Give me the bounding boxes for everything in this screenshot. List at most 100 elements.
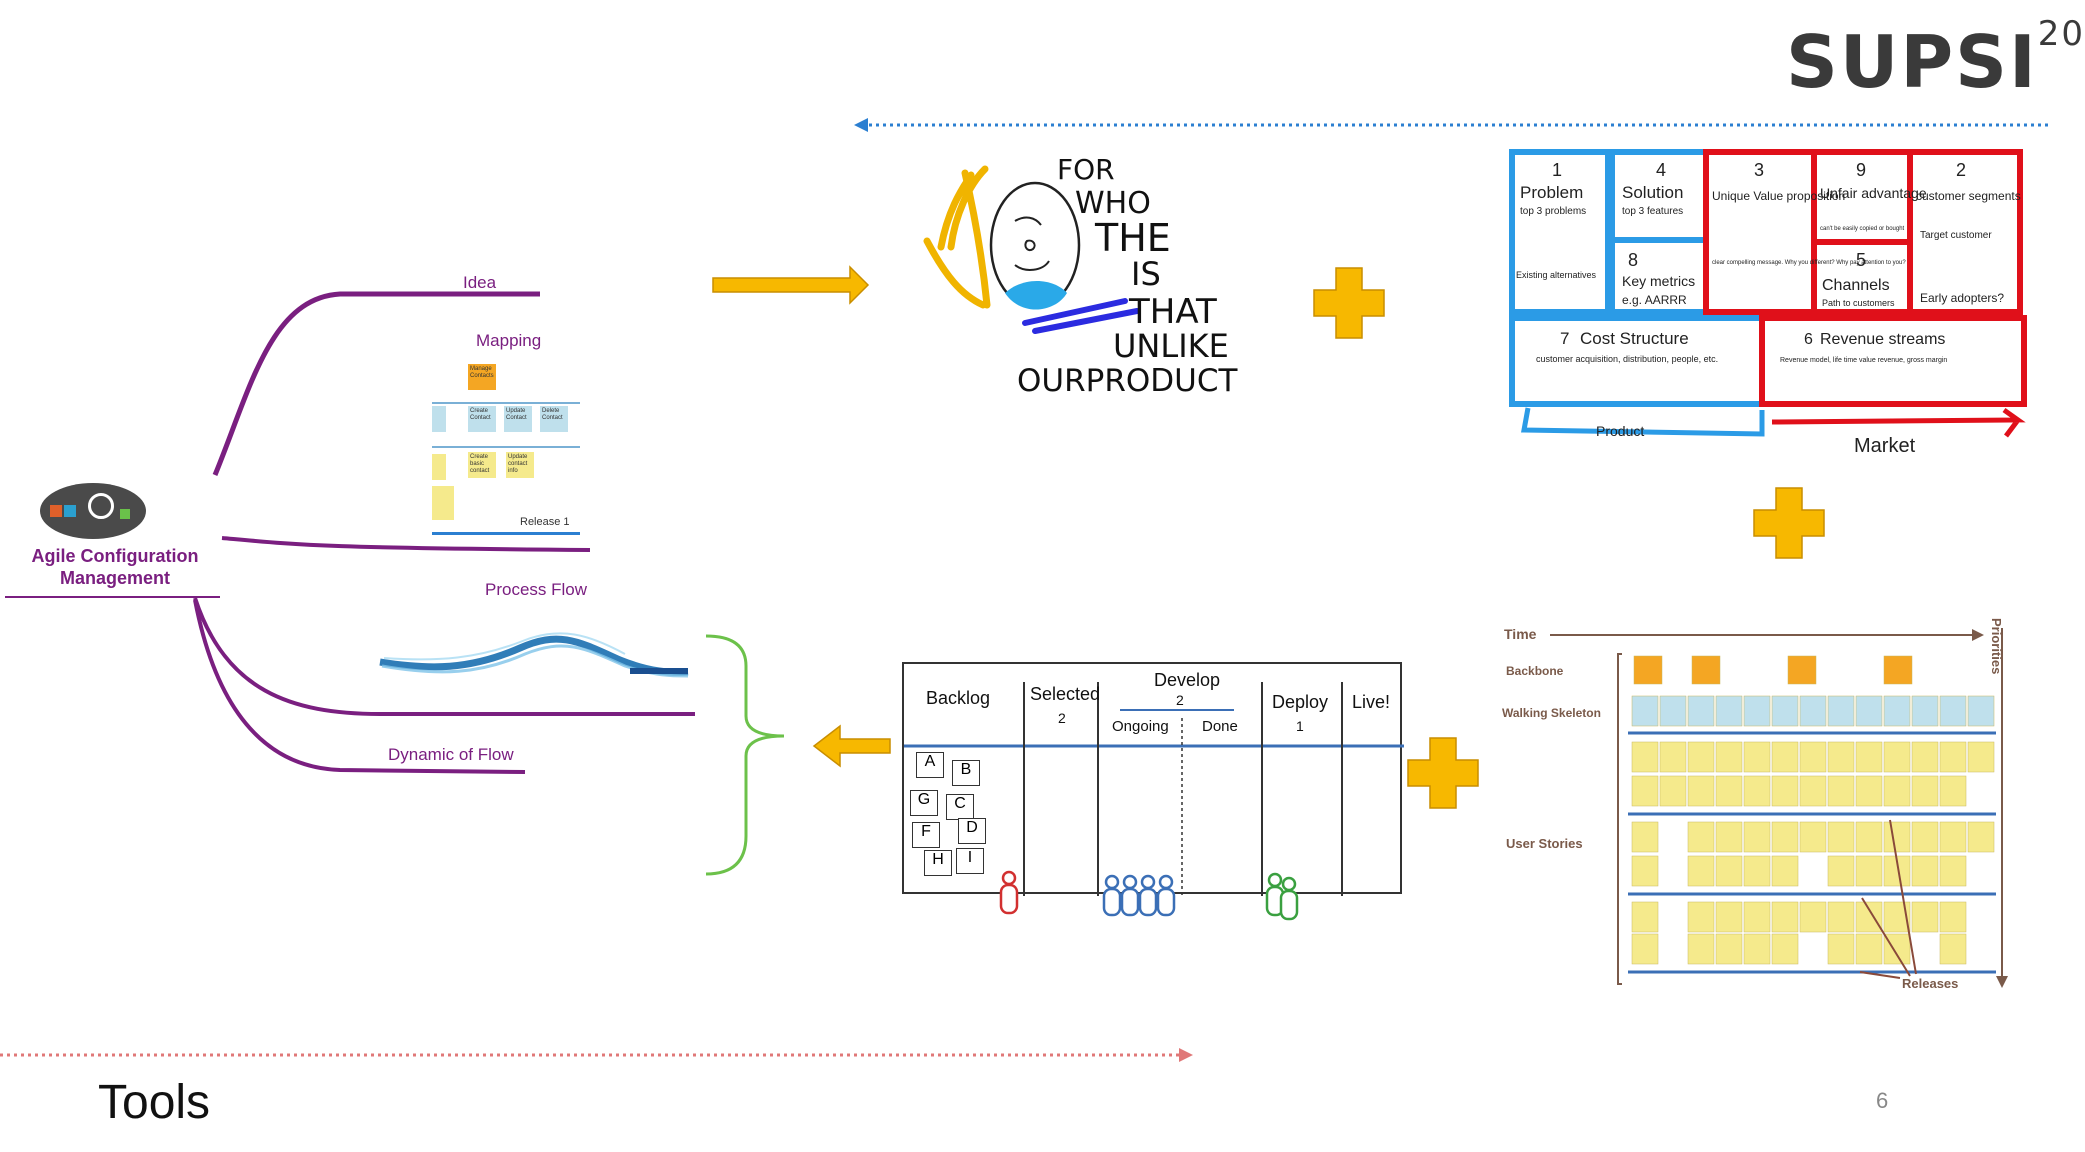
user-story-card	[1855, 821, 1883, 853]
user-story-card	[1631, 933, 1659, 965]
lean-canvas: 1 Problem top 3 problems Existing altern…	[1509, 149, 2027, 457]
user-story-card	[1799, 741, 1827, 773]
user-story-card	[1743, 933, 1771, 965]
mapping-card-cut-2	[432, 454, 446, 480]
segments-extra: Early adopters?	[1920, 291, 2004, 305]
page-number: 6	[1876, 1088, 1889, 1113]
mapping-line-1	[432, 402, 580, 404]
user-story-card	[1687, 821, 1715, 853]
user-story-card	[1687, 855, 1715, 887]
walking-skeleton-card	[1883, 695, 1911, 727]
cell-problem-frame	[1509, 149, 1611, 315]
walking-skeleton-card	[1939, 695, 1967, 727]
user-story-card	[1743, 901, 1771, 933]
unfair-num: 9	[1856, 160, 1866, 180]
cost-num: 7	[1560, 329, 1569, 348]
user-story-card	[1631, 855, 1659, 887]
kanban-card: A	[916, 752, 944, 778]
user-story-card	[1939, 855, 1967, 887]
brace-icon	[705, 634, 785, 876]
user-story-card	[1659, 775, 1687, 807]
user-story-card	[1771, 901, 1799, 933]
col-done: Done	[1202, 718, 1238, 735]
user-story-card	[1939, 741, 1967, 773]
user-story-card	[1771, 775, 1799, 807]
sketch-face-lines	[1014, 216, 1050, 271]
mapping-top-card: Manage Contacts	[468, 364, 496, 390]
sketch-yellow-scribble	[923, 165, 991, 309]
plus-icon-3	[1407, 737, 1479, 809]
walking-skeleton-card	[1687, 695, 1715, 727]
walking-skeleton-card	[1631, 695, 1659, 727]
plus-icon-2	[1753, 487, 1825, 559]
problem-sub: top 3 problems	[1520, 206, 1586, 217]
problem-title: Problem	[1520, 183, 1583, 202]
sketch-blue-shirt	[1005, 280, 1067, 310]
user-story-card	[1911, 901, 1939, 933]
user-story-card	[1827, 855, 1855, 887]
mapping-row1-card-2: Update Contact	[504, 406, 532, 432]
branch-label-process-flow: Process Flow	[485, 580, 588, 599]
user-story-card	[1827, 741, 1855, 773]
cell-revenue-frame	[1759, 315, 2027, 407]
channels-title: Channels	[1822, 277, 1890, 294]
supsi-logo: SUPSI20	[1786, 14, 2085, 104]
col-develop-limit: 2	[1176, 692, 1184, 708]
problem-num: 1	[1552, 160, 1562, 180]
col-selected-limit: 2	[1058, 710, 1066, 726]
segments-num: 2	[1956, 160, 1966, 180]
channels-sub: Path to customers	[1822, 298, 1895, 308]
user-story-card	[1743, 775, 1771, 807]
user-story-card	[1799, 901, 1827, 933]
col-selected: Selected	[1030, 684, 1101, 704]
walking-skeleton-card	[1743, 695, 1771, 727]
process-flow-wave-image	[379, 632, 689, 678]
kanban-board: Backlog Selected 2 Develop 2 Ongoing Don…	[902, 662, 1404, 896]
walking-skeleton-card	[1799, 695, 1827, 727]
user-story-card	[1687, 775, 1715, 807]
metrics-num: 8	[1628, 250, 1638, 270]
user-story-card	[1827, 821, 1855, 853]
solution-title: Solution	[1622, 183, 1683, 202]
user-story-card	[1939, 933, 1967, 965]
walking-skeleton-card	[1855, 695, 1883, 727]
walking-skeleton-card	[1659, 695, 1687, 727]
mapping-row1-card-3: Delete Contact	[540, 406, 568, 432]
user-story-card	[1631, 741, 1659, 773]
root-icon-square-2	[64, 505, 76, 517]
user-story-card	[1911, 855, 1939, 887]
branch-process-flow	[193, 597, 695, 716]
mapping-card-cut-3	[432, 486, 454, 520]
mapping-row2-card-1: Create basic contact	[468, 452, 496, 478]
sketch-word-2: WHO	[1075, 186, 1151, 221]
cell-segments-frame	[1907, 149, 2023, 315]
logo-superscript: 20	[2037, 14, 2085, 54]
mapping-row1-card-1: Create Contact	[468, 406, 496, 432]
user-story-card	[1715, 933, 1743, 965]
user-story-card	[1687, 741, 1715, 773]
kanban-card: C	[946, 794, 974, 820]
col-develop: Develop	[1154, 670, 1221, 690]
sketch-word-7: OURPRODUCT	[1017, 363, 1238, 399]
user-story-card	[1771, 741, 1799, 773]
user-story-card	[1715, 775, 1743, 807]
user-story-card	[1827, 901, 1855, 933]
product-bracket	[1521, 407, 1765, 437]
metrics-title: Key metrics	[1622, 273, 1695, 289]
backbone-card	[1691, 655, 1721, 685]
col-ongoing: Ongoing	[1112, 718, 1169, 735]
uvp-sub: clear compelling message. Why you differ…	[1712, 260, 1906, 266]
user-story-card	[1743, 855, 1771, 887]
mindmap-root-icon	[40, 483, 146, 539]
user-story-card	[1911, 775, 1939, 807]
user-story-card	[1855, 775, 1883, 807]
user-story-card	[1799, 821, 1827, 853]
mapping-thumbnail: Manage Contacts Create Contact Update Co…	[432, 360, 580, 540]
market-label: Market	[1854, 435, 1916, 457]
story-row-backbone: Backbone	[1506, 664, 1564, 678]
sketch-word-1: FOR	[1057, 153, 1115, 186]
sketch-blue-underline	[1022, 298, 1140, 334]
logo-text: SUPSI	[1786, 20, 2038, 104]
kanban-card: I	[956, 848, 984, 874]
problem-extra: Existing alternatives	[1516, 270, 1597, 280]
